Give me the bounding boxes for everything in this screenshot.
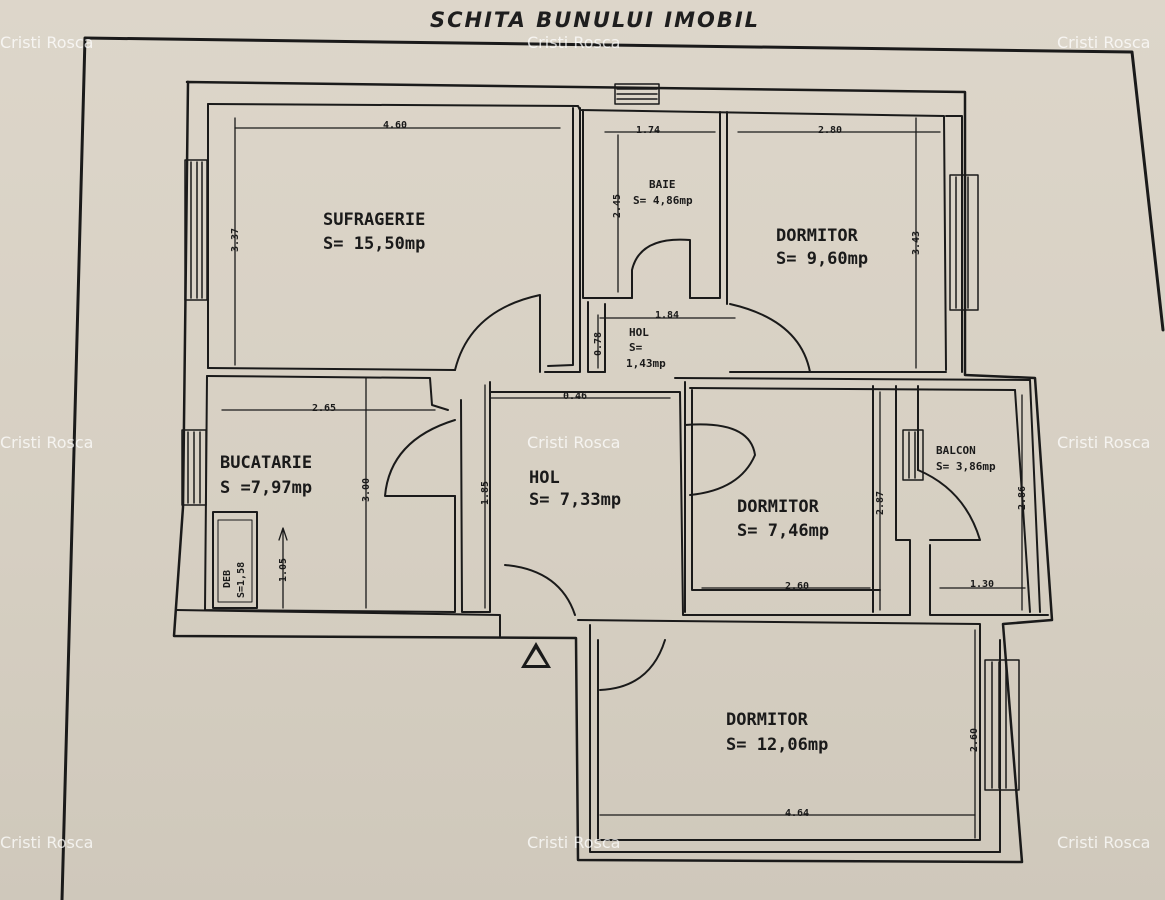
dormitor3-wall	[590, 625, 1000, 852]
plan-title: SCHITA BUNULUI IMOBIL	[430, 8, 761, 32]
dim-balcon-height: 2.86	[1017, 485, 1028, 510]
hol-wall	[490, 392, 910, 615]
room-area-hol-small-2: 1,43mp	[626, 357, 666, 370]
dim-dormitor3-width: 4.64	[785, 808, 810, 819]
dimension-lines	[222, 118, 1025, 838]
baie-wall	[583, 110, 632, 298]
watermark: Cristi Rosca	[527, 433, 621, 452]
dim-hol-small-height: 0.78	[593, 331, 604, 356]
room-area-debara: S=1,58	[236, 561, 247, 598]
hol-small-wall	[588, 302, 605, 372]
watermark: Cristi Rosca	[0, 833, 94, 852]
dim-dormitor2-width: 2.60	[785, 581, 810, 592]
bucatarie-wall	[461, 382, 490, 612]
dim-bucatarie-height: 3.00	[361, 477, 372, 502]
windows	[182, 84, 1019, 790]
room-label-sufragerie: SUFRAGERIE	[323, 210, 426, 230]
dim-sufragerie-height: 3.37	[230, 227, 241, 252]
room-label-dormitor-1: DORMITOR	[776, 226, 858, 246]
dim-hol-height: 1.85	[480, 480, 491, 505]
room-area-dormitor-3: S= 12,06mp	[726, 735, 829, 755]
dim-dormitor2-height: 2.87	[875, 490, 886, 515]
bucatarie-wall	[176, 610, 500, 636]
bucatarie-wall	[207, 376, 448, 410]
dim-hol-width: 0.46	[563, 391, 588, 402]
debara-box	[213, 512, 257, 608]
room-area-balcon: S= 3,86mp	[936, 460, 996, 473]
sufragerie-wall	[548, 108, 573, 366]
watermark: Cristi Rosca	[1057, 433, 1151, 452]
watermark: Cristi Rosca	[1057, 833, 1151, 852]
room-label-bucatarie: BUCATARIE	[220, 453, 313, 473]
middle-wall	[675, 378, 1030, 380]
door-swing-hol-small	[632, 240, 690, 298]
watermark: Cristi Rosca	[1057, 33, 1151, 52]
dim-balcon-width: 1.30	[970, 579, 995, 590]
sheet-frame	[62, 38, 1163, 900]
room-label-debara: DEB	[222, 569, 233, 588]
watermark: Cristi Rosca	[527, 33, 621, 52]
watermark: Cristi Rosca	[0, 433, 94, 452]
room-area-dormitor-2: S= 7,46mp	[737, 521, 830, 541]
dormitor2-wall	[896, 386, 910, 615]
room-area-sufragerie: S= 15,50mp	[323, 234, 426, 254]
entrance-triangle-icon	[521, 642, 551, 668]
dormitor3-wall	[578, 620, 980, 840]
door-swing-balcon	[918, 470, 980, 540]
door-swing-bucatarie	[385, 420, 455, 496]
sufragerie-wall	[545, 108, 580, 372]
balcon-wall	[930, 545, 1048, 615]
door-swing-dormitor1	[730, 304, 810, 372]
room-label-balcon: BALCON	[936, 444, 976, 457]
room-area-bucatarie: S =7,97mp	[220, 478, 313, 498]
sufragerie-wall	[208, 368, 455, 370]
balcon-wall	[1030, 380, 1040, 612]
dim-baie-width: 1.74	[636, 125, 661, 136]
room-area-baie: S= 4,86mp	[633, 194, 693, 207]
room-area-dormitor-1: S= 9,60mp	[776, 249, 869, 269]
room-label-dormitor-3: DORMITOR	[726, 710, 808, 730]
debara-inner	[218, 520, 252, 602]
room-area-hol-small-1: S=	[629, 341, 643, 354]
door-swing-sufragerie	[455, 295, 540, 372]
dim-hol-small-width: 1.84	[655, 310, 680, 321]
dormitor1-wall	[946, 116, 962, 372]
watermark: Cristi Rosca	[527, 833, 621, 852]
dim-dormitor1-height: 3.43	[911, 230, 922, 255]
baie-wall	[690, 112, 720, 298]
room-label-hol-small: HOL	[629, 326, 649, 339]
dim-bucatarie-width: 2.65	[312, 403, 337, 414]
dim-sufragerie-width: 4.60	[383, 120, 408, 131]
door-swing-entrance	[505, 565, 665, 690]
room-label-hol: HOL	[529, 468, 560, 488]
dim-debara-height: 1.05	[278, 557, 289, 582]
dim-dormitor1-width: 2.80	[818, 125, 843, 136]
dormitor2-wall	[692, 390, 880, 590]
middle-wall	[690, 388, 1015, 390]
watermark: Cristi Rosca	[0, 33, 94, 52]
outer-wall	[174, 82, 1052, 862]
door-swing-dormitor2	[685, 424, 755, 495]
dim-baie-height: 2.45	[612, 193, 623, 218]
room-area-hol: S= 7,33mp	[529, 490, 622, 510]
room-label-dormitor-2: DORMITOR	[737, 497, 819, 517]
room-label-baie: BAIE	[649, 178, 676, 191]
dim-dormitor3-height: 2.60	[969, 727, 980, 752]
